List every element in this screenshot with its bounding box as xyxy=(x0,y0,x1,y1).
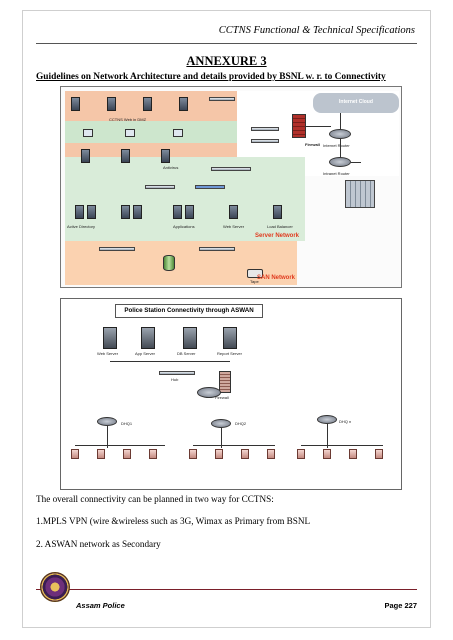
router-icon xyxy=(211,419,231,428)
san-switch-icon xyxy=(99,247,135,251)
dhq2-label: DHQ2 xyxy=(235,421,247,426)
aswan-banner: Police Station Connectivity through ASWA… xyxy=(115,304,263,318)
police-station-icon xyxy=(349,449,357,459)
footer-rule xyxy=(36,589,417,590)
police-station-icon xyxy=(189,449,197,459)
db-server-label: DB Server xyxy=(177,351,196,356)
server-icon xyxy=(179,97,188,111)
police-station-icon xyxy=(97,449,105,459)
san-network-label: SAN Network xyxy=(257,275,296,281)
switch-icon xyxy=(145,185,175,189)
switch-icon xyxy=(209,97,235,101)
internet-cloud-label: Internet Cloud xyxy=(339,99,373,105)
connectivity-intro: The overall connectivity can be planned … xyxy=(36,494,274,504)
dhq1-label: DHQ1 xyxy=(121,421,133,426)
firewall-label: Firewall xyxy=(305,142,320,147)
aswan-connectivity-diagram: Police Station Connectivity through ASWA… xyxy=(60,298,402,490)
building-icon xyxy=(345,180,375,208)
router-icon xyxy=(317,415,337,424)
switch-icon xyxy=(251,139,279,143)
web-server-label: Web Server xyxy=(97,351,119,356)
server-icon xyxy=(161,149,170,163)
server-icon xyxy=(173,205,182,219)
cctns-web-label: CCTNS Web in DMZ xyxy=(109,117,147,122)
active-directory-label: Active Directory xyxy=(67,224,96,229)
police-station-icon xyxy=(323,449,331,459)
server-icon xyxy=(103,327,117,349)
tape-label: Tape xyxy=(250,279,259,284)
hub-label: Hub xyxy=(171,377,179,382)
server-icon xyxy=(185,205,194,219)
firewall-label: Firewall xyxy=(215,395,229,400)
server-icon xyxy=(121,149,130,163)
router-icon xyxy=(97,417,117,426)
police-station-icon xyxy=(71,449,79,459)
antivirus-label: Antivirus xyxy=(163,165,179,170)
switch-icon xyxy=(195,185,225,189)
report-server-label: Report Server xyxy=(217,351,242,356)
router-icon xyxy=(329,157,351,167)
app-server-label: App Server xyxy=(135,351,156,356)
server-icon xyxy=(71,97,80,111)
police-station-icon xyxy=(267,449,275,459)
server-network-label: Server Network xyxy=(255,233,300,239)
server-icon xyxy=(229,205,238,219)
connectivity-item-1: 1.MPLS VPN (wire &wireless such as 3G, W… xyxy=(36,516,311,526)
police-station-icon xyxy=(215,449,223,459)
san-switch-icon xyxy=(199,247,235,251)
storage-array-icon xyxy=(163,255,175,271)
server-icon xyxy=(107,97,116,111)
applications-label: Applications xyxy=(173,224,195,229)
web-server-label: Web Server xyxy=(223,224,245,229)
dhqn-label: DHQ n xyxy=(339,419,352,424)
server-icon xyxy=(121,205,130,219)
internet-router-label: Internet Router xyxy=(323,143,350,148)
running-header: CCTNS Functional & Technical Specificati… xyxy=(218,25,415,36)
network-architecture-diagram: CCTNS Web in DMZ Antivirus Internet Clou… xyxy=(60,86,402,288)
internet-cloud xyxy=(313,93,399,113)
firewall-icon xyxy=(219,371,231,393)
server-icon xyxy=(133,205,142,219)
header-rule xyxy=(36,43,417,44)
hub-icon xyxy=(159,371,195,375)
server-icon xyxy=(183,327,197,349)
server-icon xyxy=(87,205,96,219)
police-station-icon xyxy=(123,449,131,459)
intranet-router-label: Intranet Router xyxy=(323,171,350,176)
pc-icon xyxy=(173,129,183,137)
switch-icon xyxy=(211,167,251,171)
pc-icon xyxy=(83,129,93,137)
switch-icon xyxy=(251,127,279,131)
server-icon xyxy=(141,327,155,349)
assam-police-emblem xyxy=(40,572,70,602)
police-station-icon xyxy=(375,449,383,459)
police-station-icon xyxy=(297,449,305,459)
tape-icon xyxy=(247,269,263,278)
pc-icon xyxy=(125,129,135,137)
server-icon xyxy=(75,205,84,219)
connectivity-item-2: 2. ASWAN network as Secondary xyxy=(36,539,161,549)
server-zone xyxy=(65,157,305,241)
router-icon xyxy=(329,129,351,139)
police-station-icon xyxy=(241,449,249,459)
annexure-title: ANNEXURE 3 xyxy=(186,54,267,68)
firewall-icon xyxy=(292,114,306,138)
load-balancer-label: Load Balancer xyxy=(267,224,293,229)
page-border xyxy=(22,10,431,628)
server-icon xyxy=(223,327,237,349)
core-zone xyxy=(65,121,237,143)
server-icon xyxy=(143,97,152,111)
server-icon xyxy=(81,149,90,163)
page-number: Page 227 xyxy=(384,601,417,610)
server-icon xyxy=(273,205,282,219)
core-router-icon xyxy=(197,387,221,398)
guidelines-heading: Guidelines on Network Architecture and d… xyxy=(36,72,386,82)
footer-organization: Assam Police xyxy=(76,601,125,610)
police-station-icon xyxy=(149,449,157,459)
